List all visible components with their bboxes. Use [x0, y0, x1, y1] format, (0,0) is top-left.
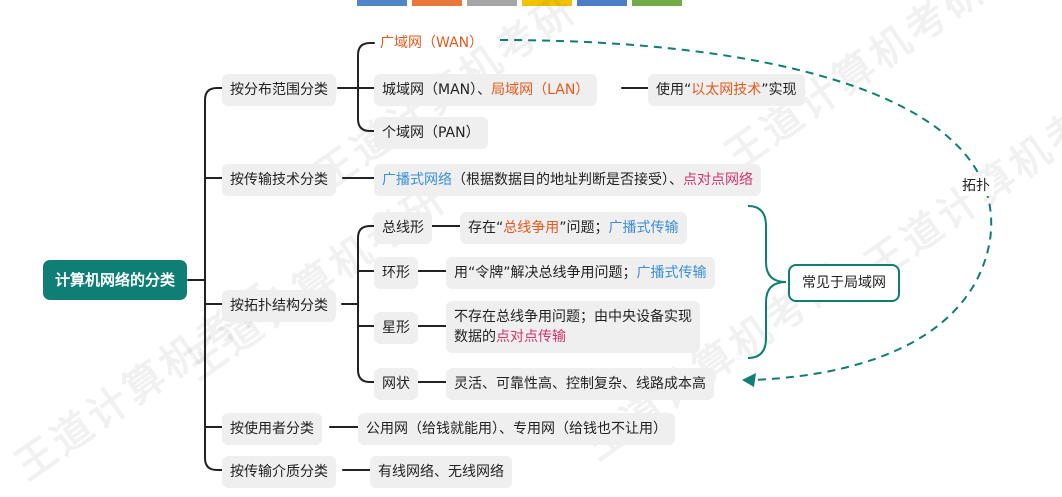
node-ring: 环形: [374, 257, 418, 289]
transmission-middle: （根据数据目的地址判断是否接受）、: [452, 172, 683, 188]
node-pan: 个域网（PAN）: [374, 117, 488, 149]
node-bus-desc: 存在“总线争用”问题；广播式传输: [460, 212, 687, 244]
connector: [357, 225, 375, 383]
header-bar: [467, 0, 517, 6]
node-mesh-desc: 灵活、可靠性高、控制复杂、线路成本高: [446, 368, 714, 400]
node-mesh: 网状: [374, 368, 418, 400]
category-medium: 按传输介质分类: [222, 456, 336, 488]
ring-desc-prefix: 用“令牌”解决总线争用问题；: [454, 265, 637, 281]
connector: [357, 42, 375, 132]
node-user-desc: 公用网（给钱就能用）、专用网（给钱也不让用）: [358, 413, 675, 445]
node-bus: 总线形: [374, 212, 432, 244]
node-star: 星形: [374, 312, 418, 344]
node-star-desc: 不存在总线争用问题；由中央设备实现 数据的点对点传输: [446, 301, 700, 353]
bus-desc-highlight: 总线争用: [503, 220, 560, 236]
category-transmission: 按传输技术分类: [222, 164, 336, 196]
star-desc-line1: 不存在总线争用问题；由中央设备实现: [454, 309, 692, 325]
star-desc-line2-prefix: 数据的: [454, 329, 496, 345]
node-man-lan: 城域网（MAN）、局域网（LAN）: [374, 74, 598, 106]
lan-note: 常见于局域网: [788, 264, 900, 302]
category-topology: 按拓扑结构分类: [222, 290, 336, 322]
lan-text: 局域网（LAN）: [491, 82, 590, 98]
p2p-text: 点对点网络: [683, 172, 753, 188]
dashed-arc: [499, 39, 993, 381]
ring-desc-blue: 广播式传输: [636, 265, 707, 281]
node-transmission-desc: 广播式网络（根据数据目的地址判断是否接受）、点对点网络: [374, 164, 761, 196]
broadcast-text: 广播式网络: [382, 172, 452, 188]
bus-desc-blue: 广播式传输: [608, 220, 679, 236]
node-ring-desc: 用“令牌”解决总线争用问题；广播式传输: [446, 257, 715, 289]
header-bar: [357, 0, 407, 6]
star-desc-line2-pink: 点对点传输: [496, 329, 566, 345]
bus-desc-middle: ”问题；: [559, 220, 609, 236]
arrowhead: [742, 373, 756, 387]
header-bar: [522, 0, 572, 6]
root-node: 计算机网络的分类: [43, 260, 188, 300]
bus-desc-prefix: 存在“: [468, 220, 504, 236]
node-medium-desc: 有线网络、无线网络: [370, 456, 512, 488]
category-user: 按使用者分类: [222, 413, 322, 445]
node-wan: 广域网（WAN）: [380, 35, 484, 51]
ethernet-suffix: ”实现: [761, 82, 797, 98]
brace: [747, 205, 787, 359]
ethernet-prefix: 使用“: [656, 82, 692, 98]
node-ethernet: 使用“以太网技术”实现: [648, 74, 805, 106]
ethernet-highlight: 以太网技术: [691, 82, 762, 98]
man-text: 城域网（MAN）、: [382, 82, 492, 98]
header-bar: [632, 0, 682, 6]
header-bar: [577, 0, 627, 6]
header-bar: [412, 0, 462, 6]
topology-arc-label: 拓扑: [958, 176, 994, 196]
connector: [204, 87, 223, 471]
category-range: 按分布范围分类: [222, 74, 336, 106]
star-desc-line2: 数据的点对点传输: [454, 327, 692, 347]
